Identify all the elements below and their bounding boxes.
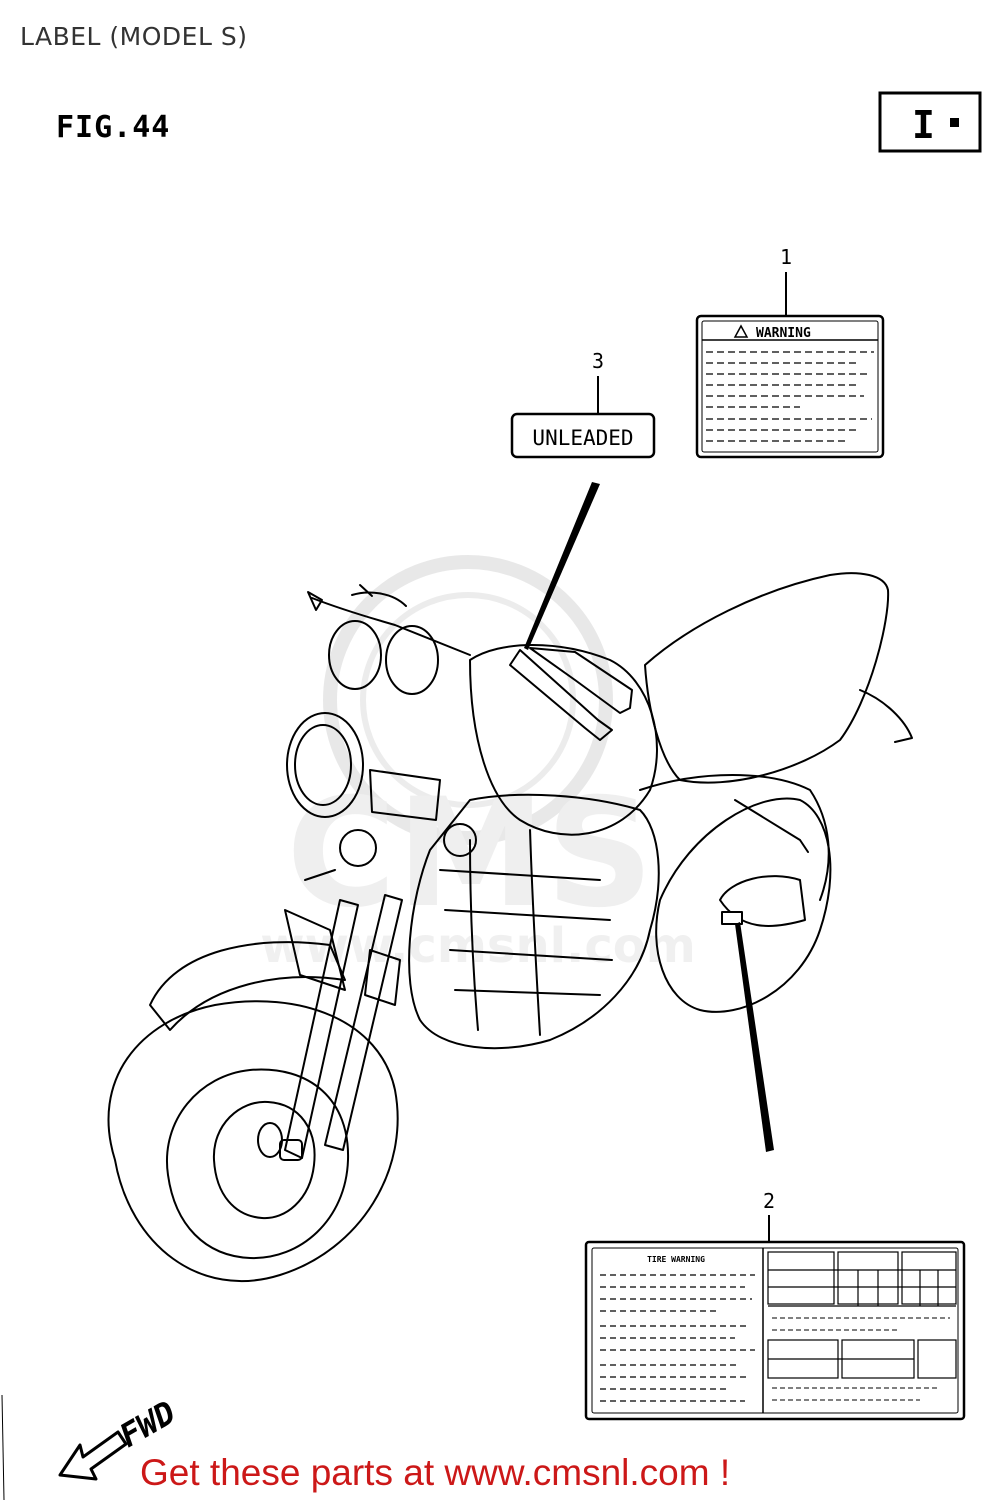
callout-number-3: 3 [592, 349, 604, 373]
corner-box-text: I [912, 103, 935, 147]
warning-label-part: WARNING [695, 314, 885, 459]
info-label-title: TIRE WARNING [647, 1255, 705, 1264]
watermark-url: www.cmsnl.com [260, 918, 696, 974]
callout-3[interactable]: 3 UNLEADED [510, 349, 656, 650]
callout-1[interactable]: 1 WARNING [695, 245, 885, 459]
page-title: LABEL (MODEL S) [20, 22, 248, 51]
forward-arrow-icon [58, 1430, 128, 1481]
callout-2[interactable]: 2 TIRE WARNING [584, 922, 966, 1421]
corner-index-box: I [878, 91, 982, 153]
warning-triangle-icon [733, 324, 749, 338]
warning-label-title: WARNING [756, 326, 811, 341]
unleaded-label-part: UNLEADED [510, 412, 656, 459]
callout-number-2: 2 [763, 1189, 775, 1213]
promo-link[interactable]: Get these parts at www.cmsnl.com ! [140, 1452, 731, 1493]
info-label-part: TIRE WARNING [584, 1240, 966, 1421]
motorcycle-drawing [107, 572, 913, 1283]
callout-number-1: 1 [780, 245, 792, 269]
scan-edge-marks [1, 1394, 5, 1500]
figure-label: FIG.44 [56, 110, 171, 145]
unleaded-label-text: UNLEADED [532, 426, 633, 450]
